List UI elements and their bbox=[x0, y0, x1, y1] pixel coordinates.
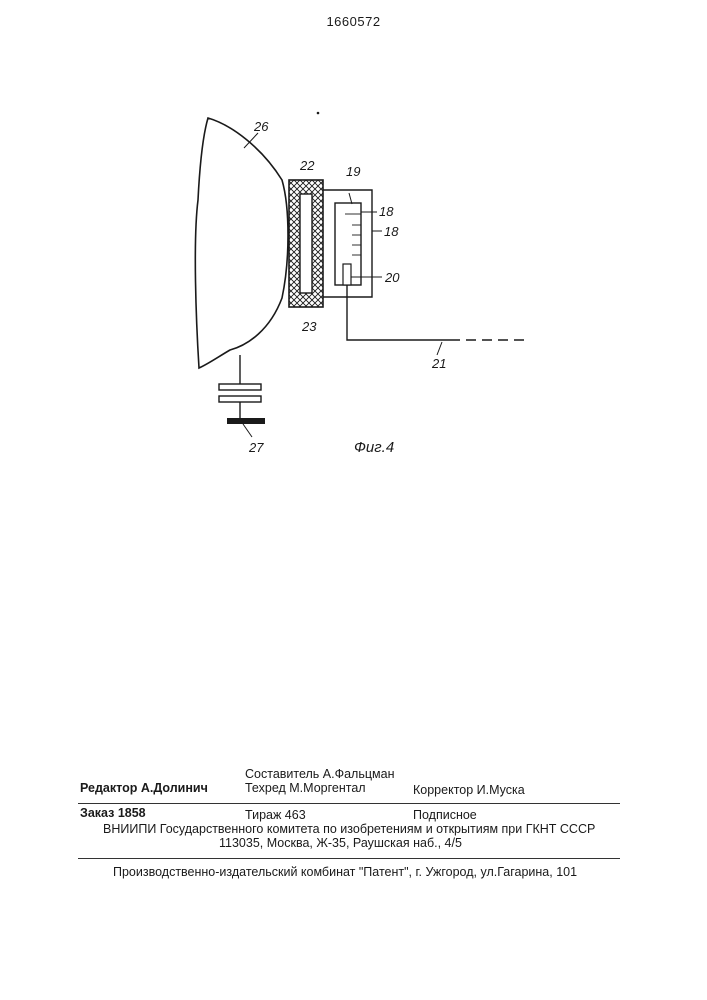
speck bbox=[317, 112, 320, 115]
leader-26 bbox=[244, 133, 258, 148]
address: 113035, Москва, Ж-35, Раушская наб., 4/5 bbox=[219, 836, 462, 850]
figure-4-diagram: 26 22 23 19 18 18 20 21 27 Фиг.4 bbox=[0, 0, 707, 480]
line-21 bbox=[347, 285, 450, 340]
label-20: 20 bbox=[384, 270, 400, 285]
techred: Техред М.Моргентал bbox=[245, 781, 366, 795]
sensor-20-element bbox=[343, 264, 351, 285]
label-18b: 18 bbox=[384, 224, 399, 239]
order: Заказ 1858 bbox=[80, 806, 146, 820]
label-19: 19 bbox=[346, 164, 360, 179]
rule-top bbox=[78, 803, 620, 804]
label-21: 21 bbox=[431, 356, 446, 371]
rule-bottom bbox=[78, 858, 620, 859]
organization: ВНИИПИ Государственного комитета по изоб… bbox=[103, 822, 595, 836]
leader-27 bbox=[243, 424, 252, 437]
subscription: Подписное bbox=[413, 808, 477, 822]
capacitor-plate-top bbox=[219, 384, 261, 390]
capacitor-plate-bottom bbox=[219, 396, 261, 402]
element-22-inner-slot bbox=[300, 194, 312, 293]
body-26-outline bbox=[195, 118, 288, 368]
label-22: 22 bbox=[299, 158, 315, 173]
figure-caption: Фиг.4 bbox=[354, 439, 394, 456]
corrector: Корректор И.Муска bbox=[413, 783, 525, 797]
circulation: Тираж 463 bbox=[245, 808, 306, 822]
label-23: 23 bbox=[301, 319, 317, 334]
compiler: Составитель А.Фальцман bbox=[245, 767, 394, 781]
ground-27-bar bbox=[227, 418, 265, 424]
editor: Редактор А.Долинич bbox=[80, 781, 208, 795]
leader-21 bbox=[437, 342, 442, 355]
publisher: Производственно-издательский комбинат "П… bbox=[113, 865, 577, 879]
label-18a: 18 bbox=[379, 204, 394, 219]
label-27: 27 bbox=[248, 440, 264, 455]
label-26: 26 bbox=[253, 119, 269, 134]
